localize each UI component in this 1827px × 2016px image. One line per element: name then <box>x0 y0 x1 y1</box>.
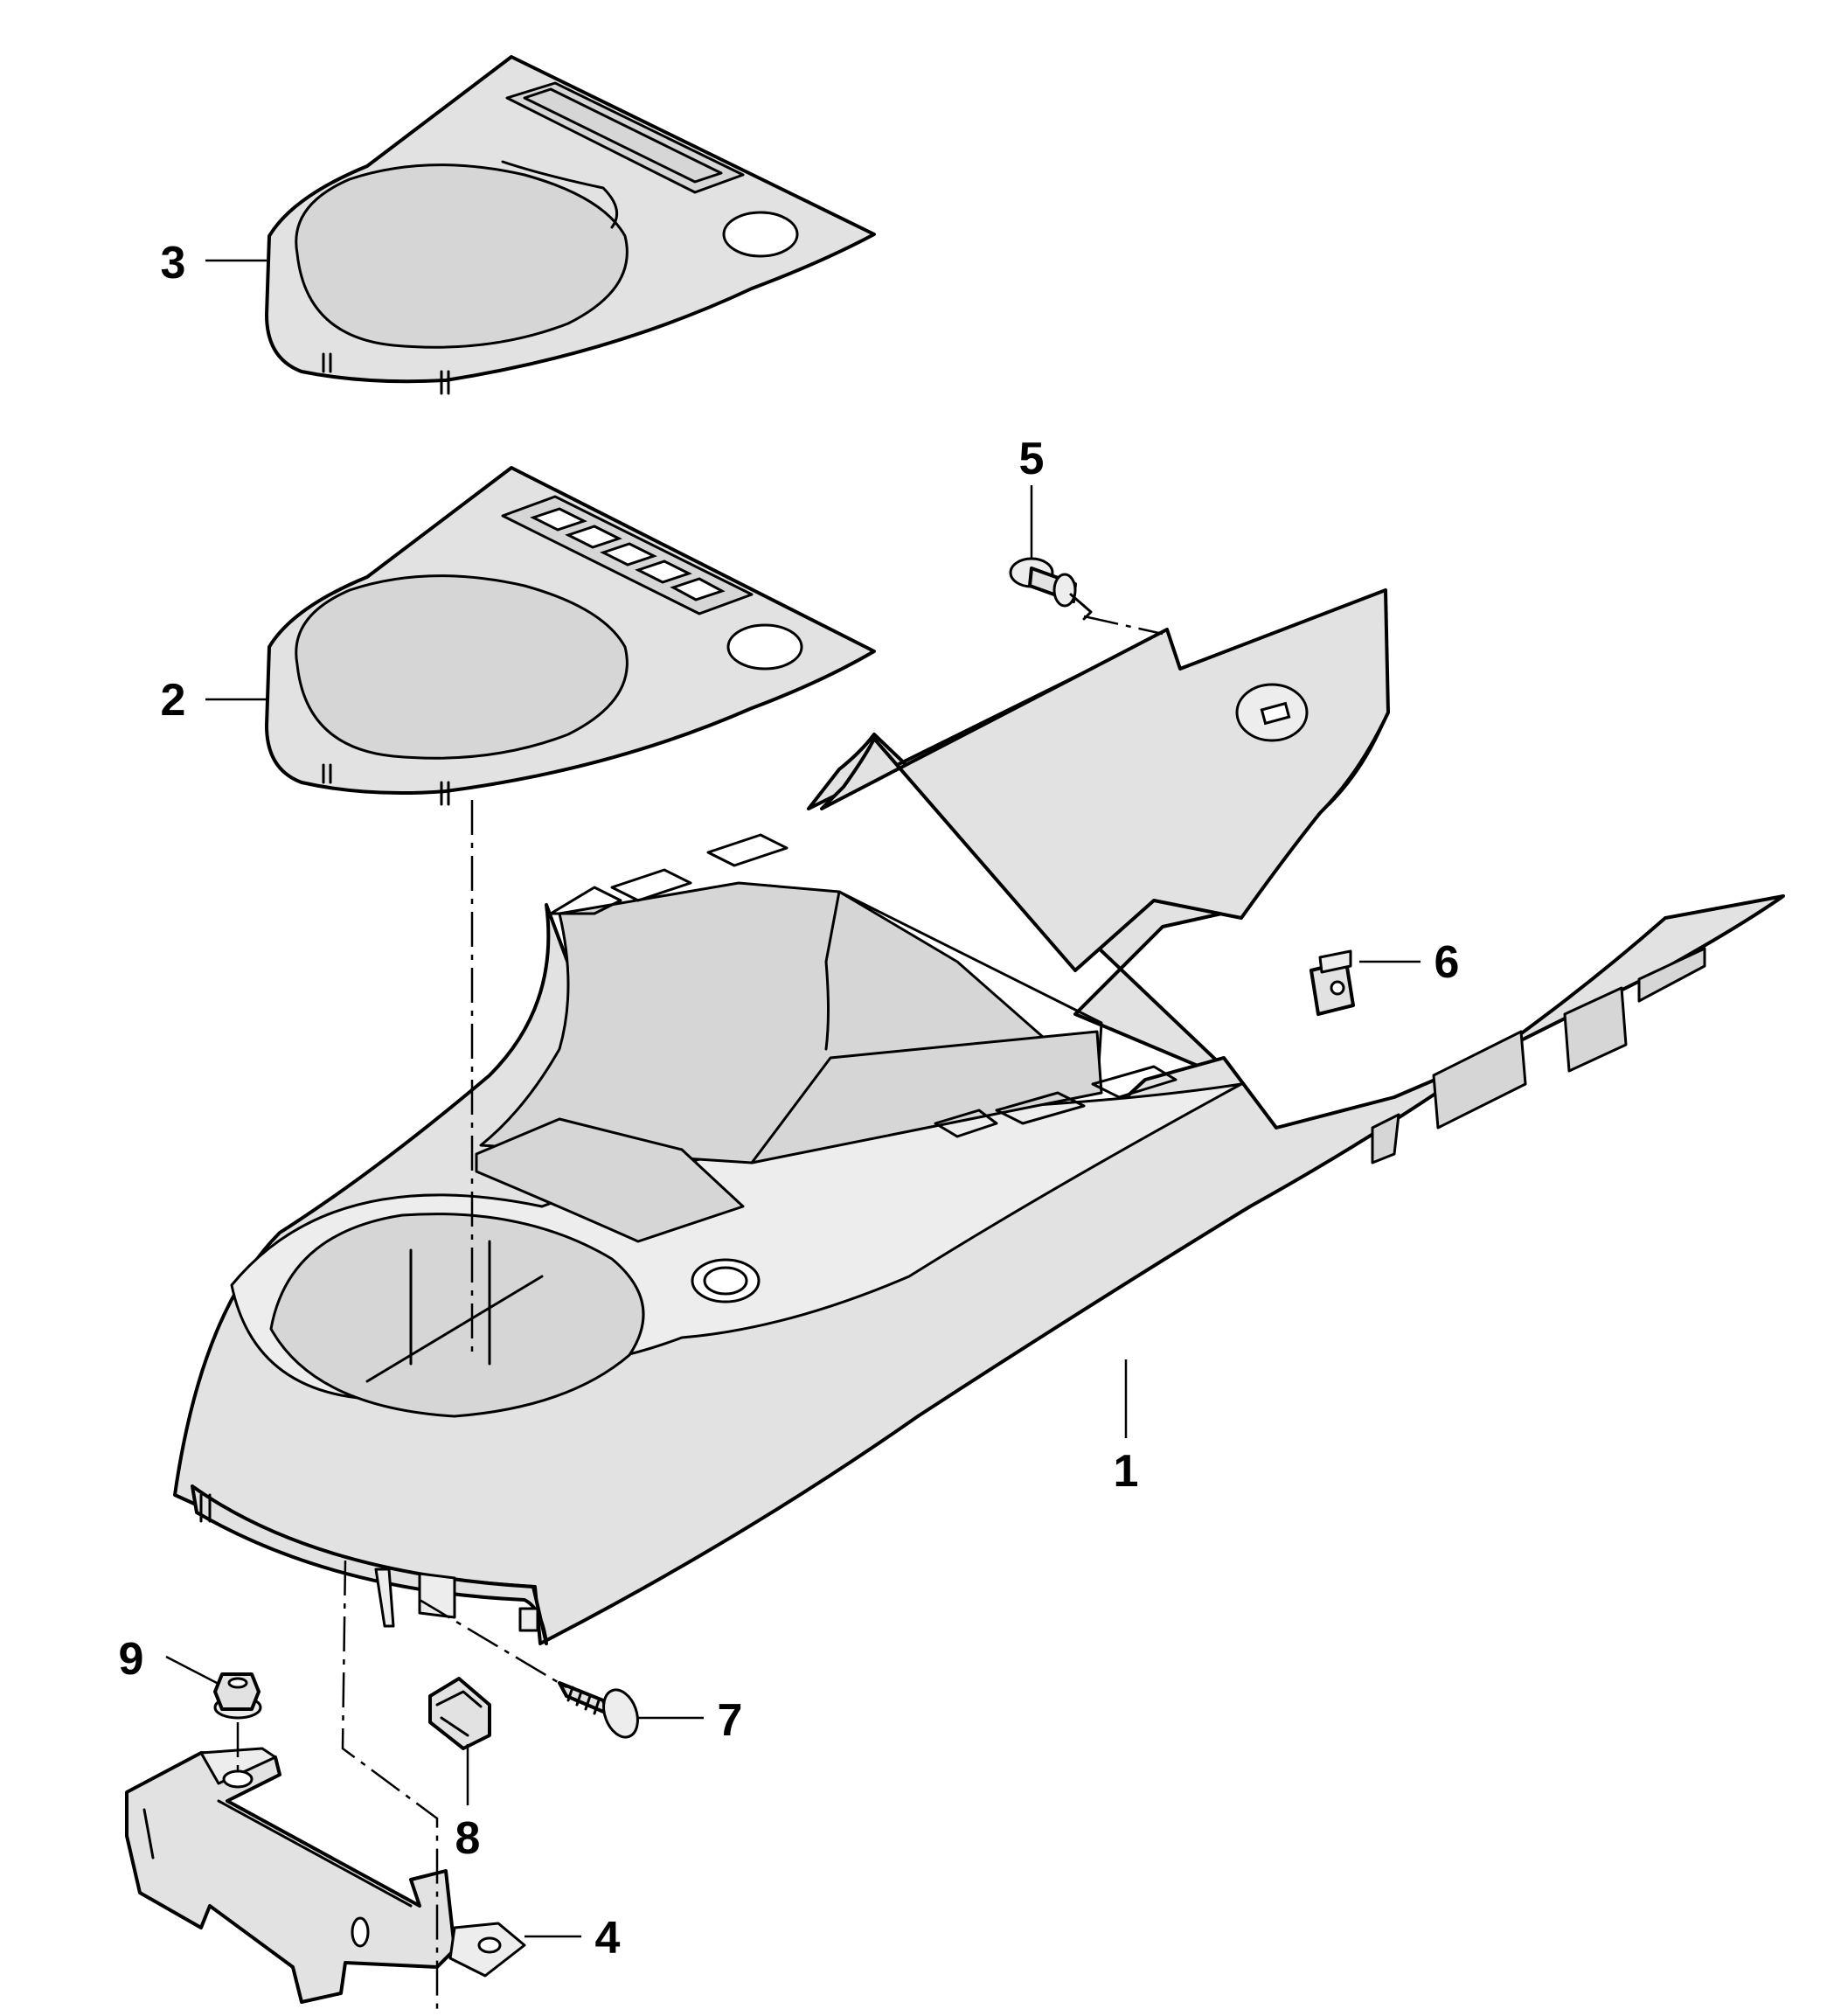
callout-8: 8 <box>455 1813 481 1864</box>
callout-1: 1 <box>1114 1446 1139 1497</box>
leader-lines <box>165 259 1421 1938</box>
part-8-spring-clip <box>428 1677 491 1750</box>
assembly-lines <box>236 615 1164 2011</box>
callout-2: 2 <box>161 675 186 726</box>
part-3-trim-panel <box>265 55 876 395</box>
part-5-push-clip <box>1009 557 1093 621</box>
part-1-center-console <box>173 588 1785 1645</box>
callout-7: 7 <box>718 1695 743 1746</box>
part-9-flange-nut <box>213 1672 262 1720</box>
part-4-mounting-bracket <box>125 1747 526 2004</box>
part-2-trim-panel <box>265 466 876 806</box>
part-7-screw <box>558 1681 639 1739</box>
callout-4: 4 <box>595 1913 621 1964</box>
callout-6: 6 <box>1435 937 1460 988</box>
part-6-clip-nut <box>1309 949 1355 1016</box>
callout-5: 5 <box>1019 434 1045 484</box>
callout-3: 3 <box>161 238 186 288</box>
callout-9: 9 <box>119 1634 144 1685</box>
